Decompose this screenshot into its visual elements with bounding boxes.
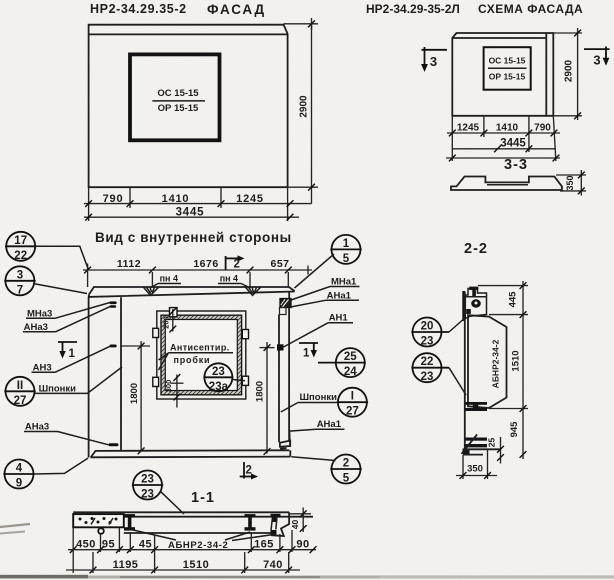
svg-text:25: 25 [487, 438, 497, 448]
svg-text:740: 740 [263, 559, 283, 571]
svg-text:2: 2 [246, 465, 252, 477]
svg-text:23: 23 [141, 489, 154, 501]
svg-text:АНа1: АНа1 [327, 290, 352, 301]
svg-text:23: 23 [421, 371, 434, 383]
svg-text:1195: 1195 [113, 559, 139, 571]
svg-text:5: 5 [343, 473, 350, 485]
svg-text:2: 2 [234, 259, 240, 271]
svg-text:300: 300 [164, 380, 173, 393]
svg-text:II: II [17, 380, 23, 392]
svg-text:23: 23 [212, 366, 225, 378]
svg-text:ОР 15-15: ОР 15-15 [158, 103, 199, 114]
svg-text:Вид с внутренней стороны: Вид с внутренней стороны [95, 230, 292, 245]
svg-text:1410: 1410 [162, 193, 190, 205]
svg-text:165: 165 [254, 539, 274, 551]
svg-text:27: 27 [14, 395, 27, 407]
svg-text:ОС 15-15: ОС 15-15 [157, 88, 199, 99]
svg-text:НР2-34.29.35-2: НР2-34.29.35-2 [90, 2, 187, 16]
svg-text:1510: 1510 [183, 559, 209, 571]
svg-text:1800: 1800 [129, 383, 140, 404]
svg-text:2-2: 2-2 [464, 241, 488, 257]
svg-text:I: I [351, 391, 354, 403]
svg-text:23: 23 [421, 336, 434, 348]
svg-text:пн 4: пн 4 [220, 274, 238, 284]
svg-text:ОР 15-15: ОР 15-15 [489, 72, 526, 82]
svg-text:3445: 3445 [176, 206, 205, 218]
svg-text:20: 20 [421, 321, 434, 333]
svg-text:200: 200 [162, 316, 171, 329]
svg-text:5: 5 [343, 253, 350, 265]
svg-text:АНа1: АНа1 [317, 419, 342, 430]
svg-text:АН1: АН1 [329, 313, 349, 324]
svg-text:1: 1 [303, 348, 310, 360]
svg-text:3: 3 [17, 269, 23, 281]
svg-text:1-1: 1-1 [191, 490, 215, 506]
svg-text:Антисептир.: Антисептир. [170, 343, 230, 353]
svg-text:АБНР2-34-2: АБНР2-34-2 [168, 540, 228, 551]
svg-text:95: 95 [102, 539, 115, 551]
svg-text:90: 90 [296, 539, 309, 551]
svg-text:Шпонки: Шпонки [300, 392, 338, 403]
svg-text:945: 945 [509, 421, 520, 438]
svg-text:45: 45 [139, 539, 152, 551]
svg-text:Шпонки: Шпонки [39, 384, 77, 395]
svg-text:4: 4 [16, 463, 23, 475]
svg-text:3: 3 [430, 54, 437, 69]
svg-text:АНа3: АНа3 [24, 322, 48, 333]
svg-text:АБНР2-34-2: АБНР2-34-2 [491, 339, 501, 388]
svg-text:1410: 1410 [496, 123, 519, 134]
svg-text:3: 3 [593, 53, 600, 68]
svg-text:22: 22 [421, 356, 434, 368]
svg-text:3-3: 3-3 [504, 157, 528, 173]
svg-text:2900: 2900 [564, 59, 575, 82]
svg-text:1800: 1800 [254, 381, 265, 402]
svg-text:ФАСАД: ФАСАД [207, 2, 266, 17]
svg-text:7: 7 [17, 284, 23, 296]
svg-text:1: 1 [69, 348, 76, 360]
svg-text:1245: 1245 [457, 123, 480, 134]
svg-text:40: 40 [290, 520, 300, 530]
svg-text:25: 25 [344, 351, 357, 363]
svg-text:23: 23 [141, 474, 154, 486]
svg-text:1676: 1676 [193, 258, 218, 270]
svg-text:17: 17 [14, 235, 27, 247]
svg-text:МНа1: МНа1 [331, 277, 357, 288]
svg-text:657: 657 [270, 258, 289, 270]
svg-text:1: 1 [343, 238, 350, 250]
svg-text:АН3: АН3 [33, 363, 52, 374]
svg-text:СХЕМА ФАСАДА: СХЕМА ФАСАДА [478, 2, 583, 16]
svg-text:ОС 15-15: ОС 15-15 [489, 56, 526, 66]
svg-text:450: 450 [76, 539, 96, 551]
svg-text:1245: 1245 [236, 193, 264, 205]
svg-text:3445: 3445 [500, 138, 526, 150]
svg-text:350: 350 [565, 175, 575, 190]
svg-text:1112: 1112 [117, 258, 141, 270]
svg-text:АНа3: АНа3 [25, 422, 49, 433]
svg-text:2: 2 [343, 458, 349, 470]
svg-text:790: 790 [103, 193, 124, 205]
svg-text:22: 22 [14, 250, 27, 262]
svg-text:НР2-34.29-35-2Л: НР2-34.29-35-2Л [366, 2, 460, 16]
svg-text:790: 790 [534, 123, 551, 134]
svg-text:23а: 23а [209, 381, 229, 393]
svg-text:445: 445 [508, 291, 519, 308]
svg-text:МНа3: МНа3 [27, 309, 52, 320]
svg-text:9: 9 [16, 478, 22, 490]
svg-text:пн 4: пн 4 [160, 274, 178, 284]
svg-text:350: 350 [467, 464, 483, 475]
svg-text:24: 24 [344, 366, 357, 378]
svg-text:27: 27 [346, 406, 359, 418]
svg-text:2900: 2900 [299, 95, 310, 118]
svg-text:1510: 1510 [511, 350, 522, 371]
svg-text:пробки: пробки [174, 355, 211, 365]
